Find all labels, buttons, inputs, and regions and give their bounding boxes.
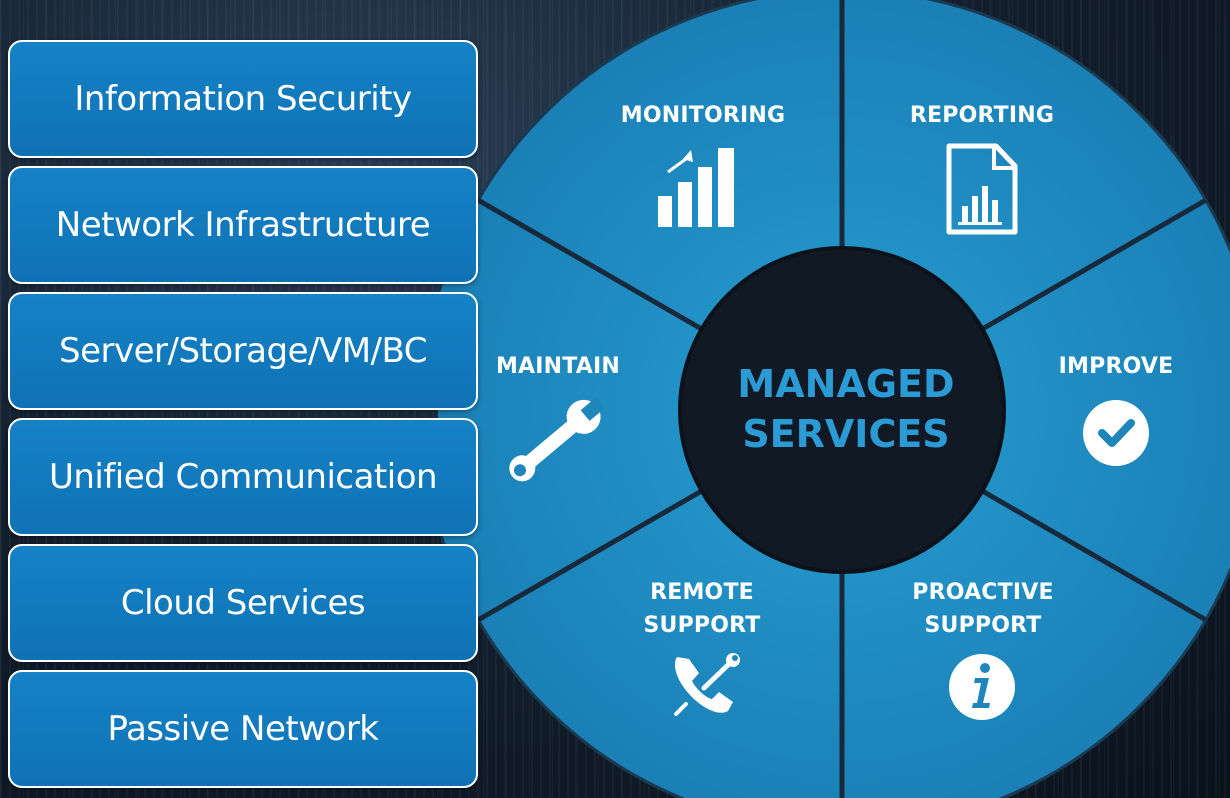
info-circle-icon bbox=[949, 654, 1015, 720]
service-passive-network[interactable]: Passive Network bbox=[8, 670, 478, 788]
segment-label-proactive-2: SUPPORT bbox=[924, 613, 1041, 638]
wrench-icon bbox=[509, 397, 605, 482]
segment-monitoring[interactable]: MONITORING bbox=[621, 103, 786, 227]
service-label: Network Infrastructure bbox=[55, 205, 431, 245]
segment-remote-support[interactable]: REMOTE SUPPORT bbox=[643, 580, 760, 716]
service-cloud-services[interactable]: Cloud Services bbox=[8, 544, 478, 662]
segment-label-remote-2: SUPPORT bbox=[643, 613, 760, 638]
service-information-security[interactable]: Information Security bbox=[8, 40, 478, 158]
service-label: Server/Storage/VM/BC bbox=[59, 331, 427, 371]
service-unified-communication[interactable]: Unified Communication bbox=[8, 418, 478, 536]
center-label-line2: SERVICES bbox=[742, 412, 949, 456]
service-label: Unified Communication bbox=[48, 457, 438, 497]
segment-reporting[interactable]: REPORTING bbox=[910, 103, 1054, 235]
service-label: Passive Network bbox=[107, 709, 380, 749]
segment-maintain[interactable]: MAINTAIN bbox=[496, 354, 620, 490]
service-network-infrastructure[interactable]: Network Infrastructure bbox=[8, 166, 478, 284]
checkmark-circle-icon bbox=[1083, 400, 1149, 466]
center-hub bbox=[678, 246, 1006, 574]
service-server-storage[interactable]: Server/Storage/VM/BC bbox=[8, 292, 478, 410]
service-label: Information Security bbox=[74, 79, 412, 119]
report-document-icon bbox=[946, 143, 1018, 235]
segment-label-proactive-1: PROACTIVE bbox=[912, 580, 1053, 605]
segment-proactive-support[interactable]: PROACTIVE SUPPORT bbox=[912, 580, 1054, 720]
segment-label-improve: IMPROVE bbox=[1059, 354, 1174, 379]
segment-label-maintain: MAINTAIN bbox=[496, 354, 620, 379]
service-label: Cloud Services bbox=[120, 583, 366, 623]
bar-chart-arrow-icon bbox=[658, 148, 734, 227]
center-label-line1: MANAGED bbox=[737, 362, 954, 406]
segment-label-monitoring: MONITORING bbox=[621, 103, 786, 128]
segment-improve[interactable]: IMPROVE bbox=[1059, 354, 1174, 466]
phone-tools-icon bbox=[674, 653, 740, 716]
segment-label-reporting: REPORTING bbox=[910, 103, 1054, 128]
segment-label-remote-1: REMOTE bbox=[650, 580, 754, 605]
managed-services-wheel: MANAGED SERVICES MONITORING REPORTING bbox=[438, 0, 1230, 798]
